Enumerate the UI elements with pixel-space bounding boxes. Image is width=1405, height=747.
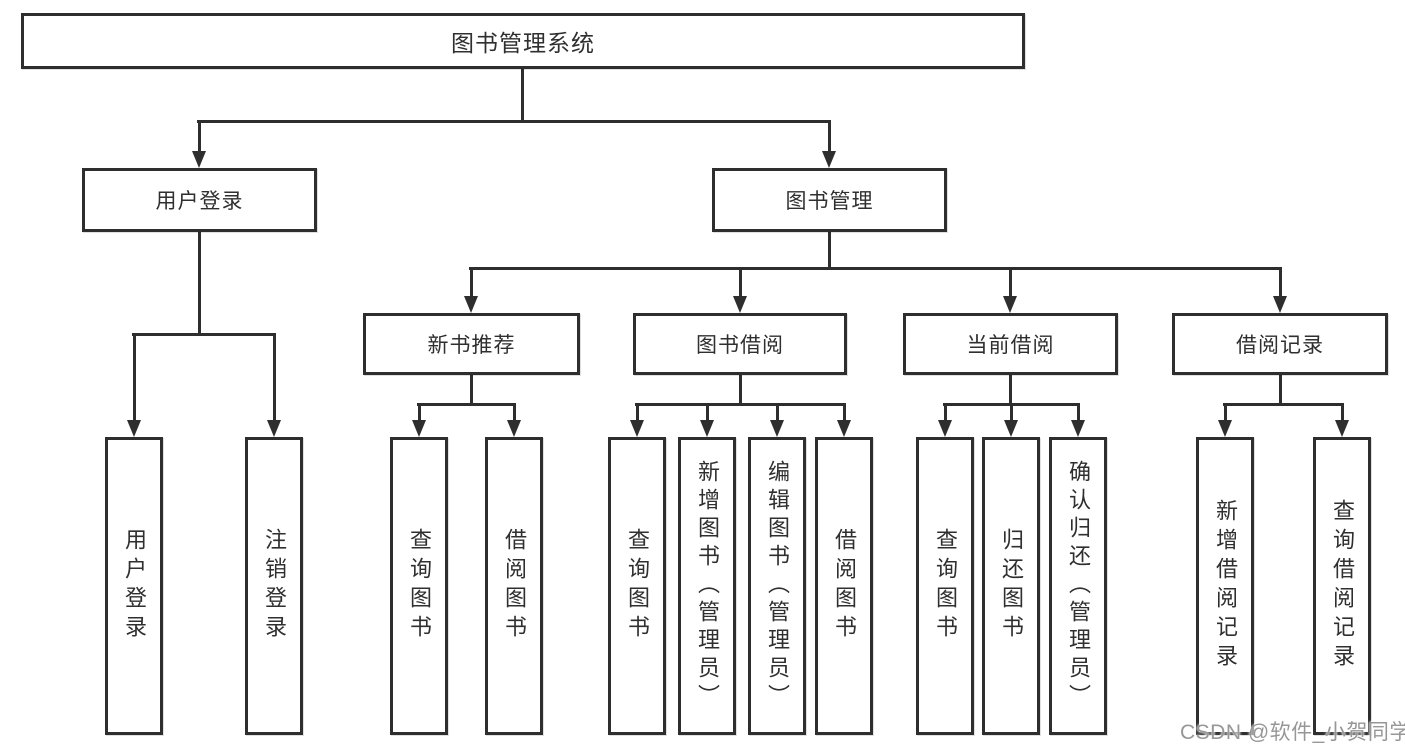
leaf-return-books: 归还图书 <box>982 437 1040 735</box>
connector-line <box>1224 403 1227 422</box>
connector-line <box>635 403 846 406</box>
node-user-login: 用户登录 <box>82 168 317 232</box>
connector-line <box>828 120 831 153</box>
node-library-system-root: 图书管理系统 <box>21 13 1025 69</box>
node-borrow-records: 借阅记录 <box>1172 313 1388 375</box>
arrowhead <box>267 420 281 437</box>
leaf-label: 查询借阅记录 <box>1330 499 1355 673</box>
leaf-label: 新增借阅记录 <box>1213 499 1238 673</box>
node-current-borrow: 当前借阅 <box>903 313 1118 375</box>
connector-line <box>739 267 742 298</box>
arrowhead <box>1003 296 1017 313</box>
node-label: 图书管理 <box>785 190 874 213</box>
arrowhead <box>1273 296 1287 313</box>
connector-line <box>1009 267 1012 298</box>
leaf-label: 借阅图书 <box>832 528 857 644</box>
leaf-label: 新增图书（管理员） <box>695 460 720 712</box>
leaf-query-books-recommend: 查询图书 <box>390 437 448 735</box>
leaf-add-borrow-record: 新增借阅记录 <box>1196 437 1254 735</box>
connector-line <box>470 267 473 298</box>
connector-line <box>1009 375 1012 406</box>
connector-line <box>418 403 421 422</box>
leaf-query-borrow-record: 查询借阅记录 <box>1313 437 1371 735</box>
arrowhead <box>770 420 784 437</box>
leaf-logout: 注销登录 <box>245 437 303 735</box>
arrowhead <box>192 151 206 168</box>
node-label: 图书管理系统 <box>451 30 595 56</box>
connector-line <box>198 120 201 153</box>
arrowhead <box>733 296 747 313</box>
connector-line <box>1223 403 1344 406</box>
arrowhead <box>822 151 836 168</box>
node-label: 当前借阅 <box>966 334 1055 357</box>
arrowhead <box>1071 420 1085 437</box>
connector-line <box>132 333 275 336</box>
leaf-label: 注销登录 <box>262 528 287 644</box>
node-book-borrow: 图书借阅 <box>633 313 847 375</box>
connector-line <box>944 403 947 422</box>
leaf-label: 查询图书 <box>407 528 432 644</box>
leaf-label: 借阅图书 <box>502 528 527 644</box>
arrowhead <box>464 296 478 313</box>
connector-line <box>133 333 136 422</box>
leaf-edit-books-admin: 编辑图书（管理员） <box>748 437 806 735</box>
connector-line <box>197 120 831 123</box>
arrowhead <box>507 420 521 437</box>
connector-line <box>776 403 779 422</box>
connector-line <box>521 69 524 123</box>
connector-line <box>706 403 709 422</box>
connector-line <box>636 403 639 422</box>
connector-line <box>739 375 742 406</box>
leaf-borrow-books-recommend: 借阅图书 <box>485 437 543 735</box>
leaf-label: 归还图书 <box>999 528 1024 644</box>
node-label: 借阅记录 <box>1236 334 1324 357</box>
leaf-add-books-admin: 新增图书（管理员） <box>678 437 736 735</box>
connector-line <box>1077 403 1080 422</box>
csdn-watermark: CSDN @软件_小贺同学 <box>1180 721 1405 744</box>
leaf-query-books-borrow: 查询图书 <box>608 437 666 735</box>
leaf-confirm-return-admin: 确认归还（管理员） <box>1049 437 1107 735</box>
connector-line <box>1341 403 1344 422</box>
arrowhead <box>630 420 644 437</box>
connector-line <box>1279 375 1282 406</box>
leaf-query-books-current: 查询图书 <box>916 437 974 735</box>
connector-line <box>470 375 473 406</box>
arrowhead <box>1218 420 1232 437</box>
node-book-management: 图书管理 <box>712 168 947 232</box>
arrowhead <box>1335 420 1349 437</box>
leaf-label: 查询图书 <box>625 528 650 644</box>
node-label: 新书推荐 <box>427 334 516 357</box>
arrowhead <box>127 420 141 437</box>
leaf-label: 编辑图书（管理员） <box>765 460 790 712</box>
connector-line <box>469 267 1282 270</box>
leaf-borrow-books: 借阅图书 <box>815 437 873 735</box>
node-label: 图书借阅 <box>696 334 784 357</box>
connector-line <box>198 232 201 336</box>
connector-line <box>513 403 516 422</box>
arrowhead <box>700 420 714 437</box>
arrowhead <box>1004 420 1018 437</box>
arrowhead <box>938 420 952 437</box>
arrowhead <box>837 420 851 437</box>
node-new-book-recommend: 新书推荐 <box>363 313 580 375</box>
leaf-label: 查询图书 <box>933 528 958 644</box>
connector-line <box>843 403 846 422</box>
arrowhead <box>412 420 426 437</box>
connector-line <box>1279 267 1282 298</box>
node-label: 用户登录 <box>155 190 244 213</box>
connector-line <box>417 403 516 406</box>
leaf-user-login: 用户登录 <box>105 437 163 735</box>
connector-line <box>1010 403 1013 422</box>
connector-line <box>828 232 831 270</box>
leaf-label: 用户登录 <box>122 528 147 644</box>
leaf-label: 确认归还（管理员） <box>1066 460 1091 712</box>
connector-line <box>273 333 276 422</box>
